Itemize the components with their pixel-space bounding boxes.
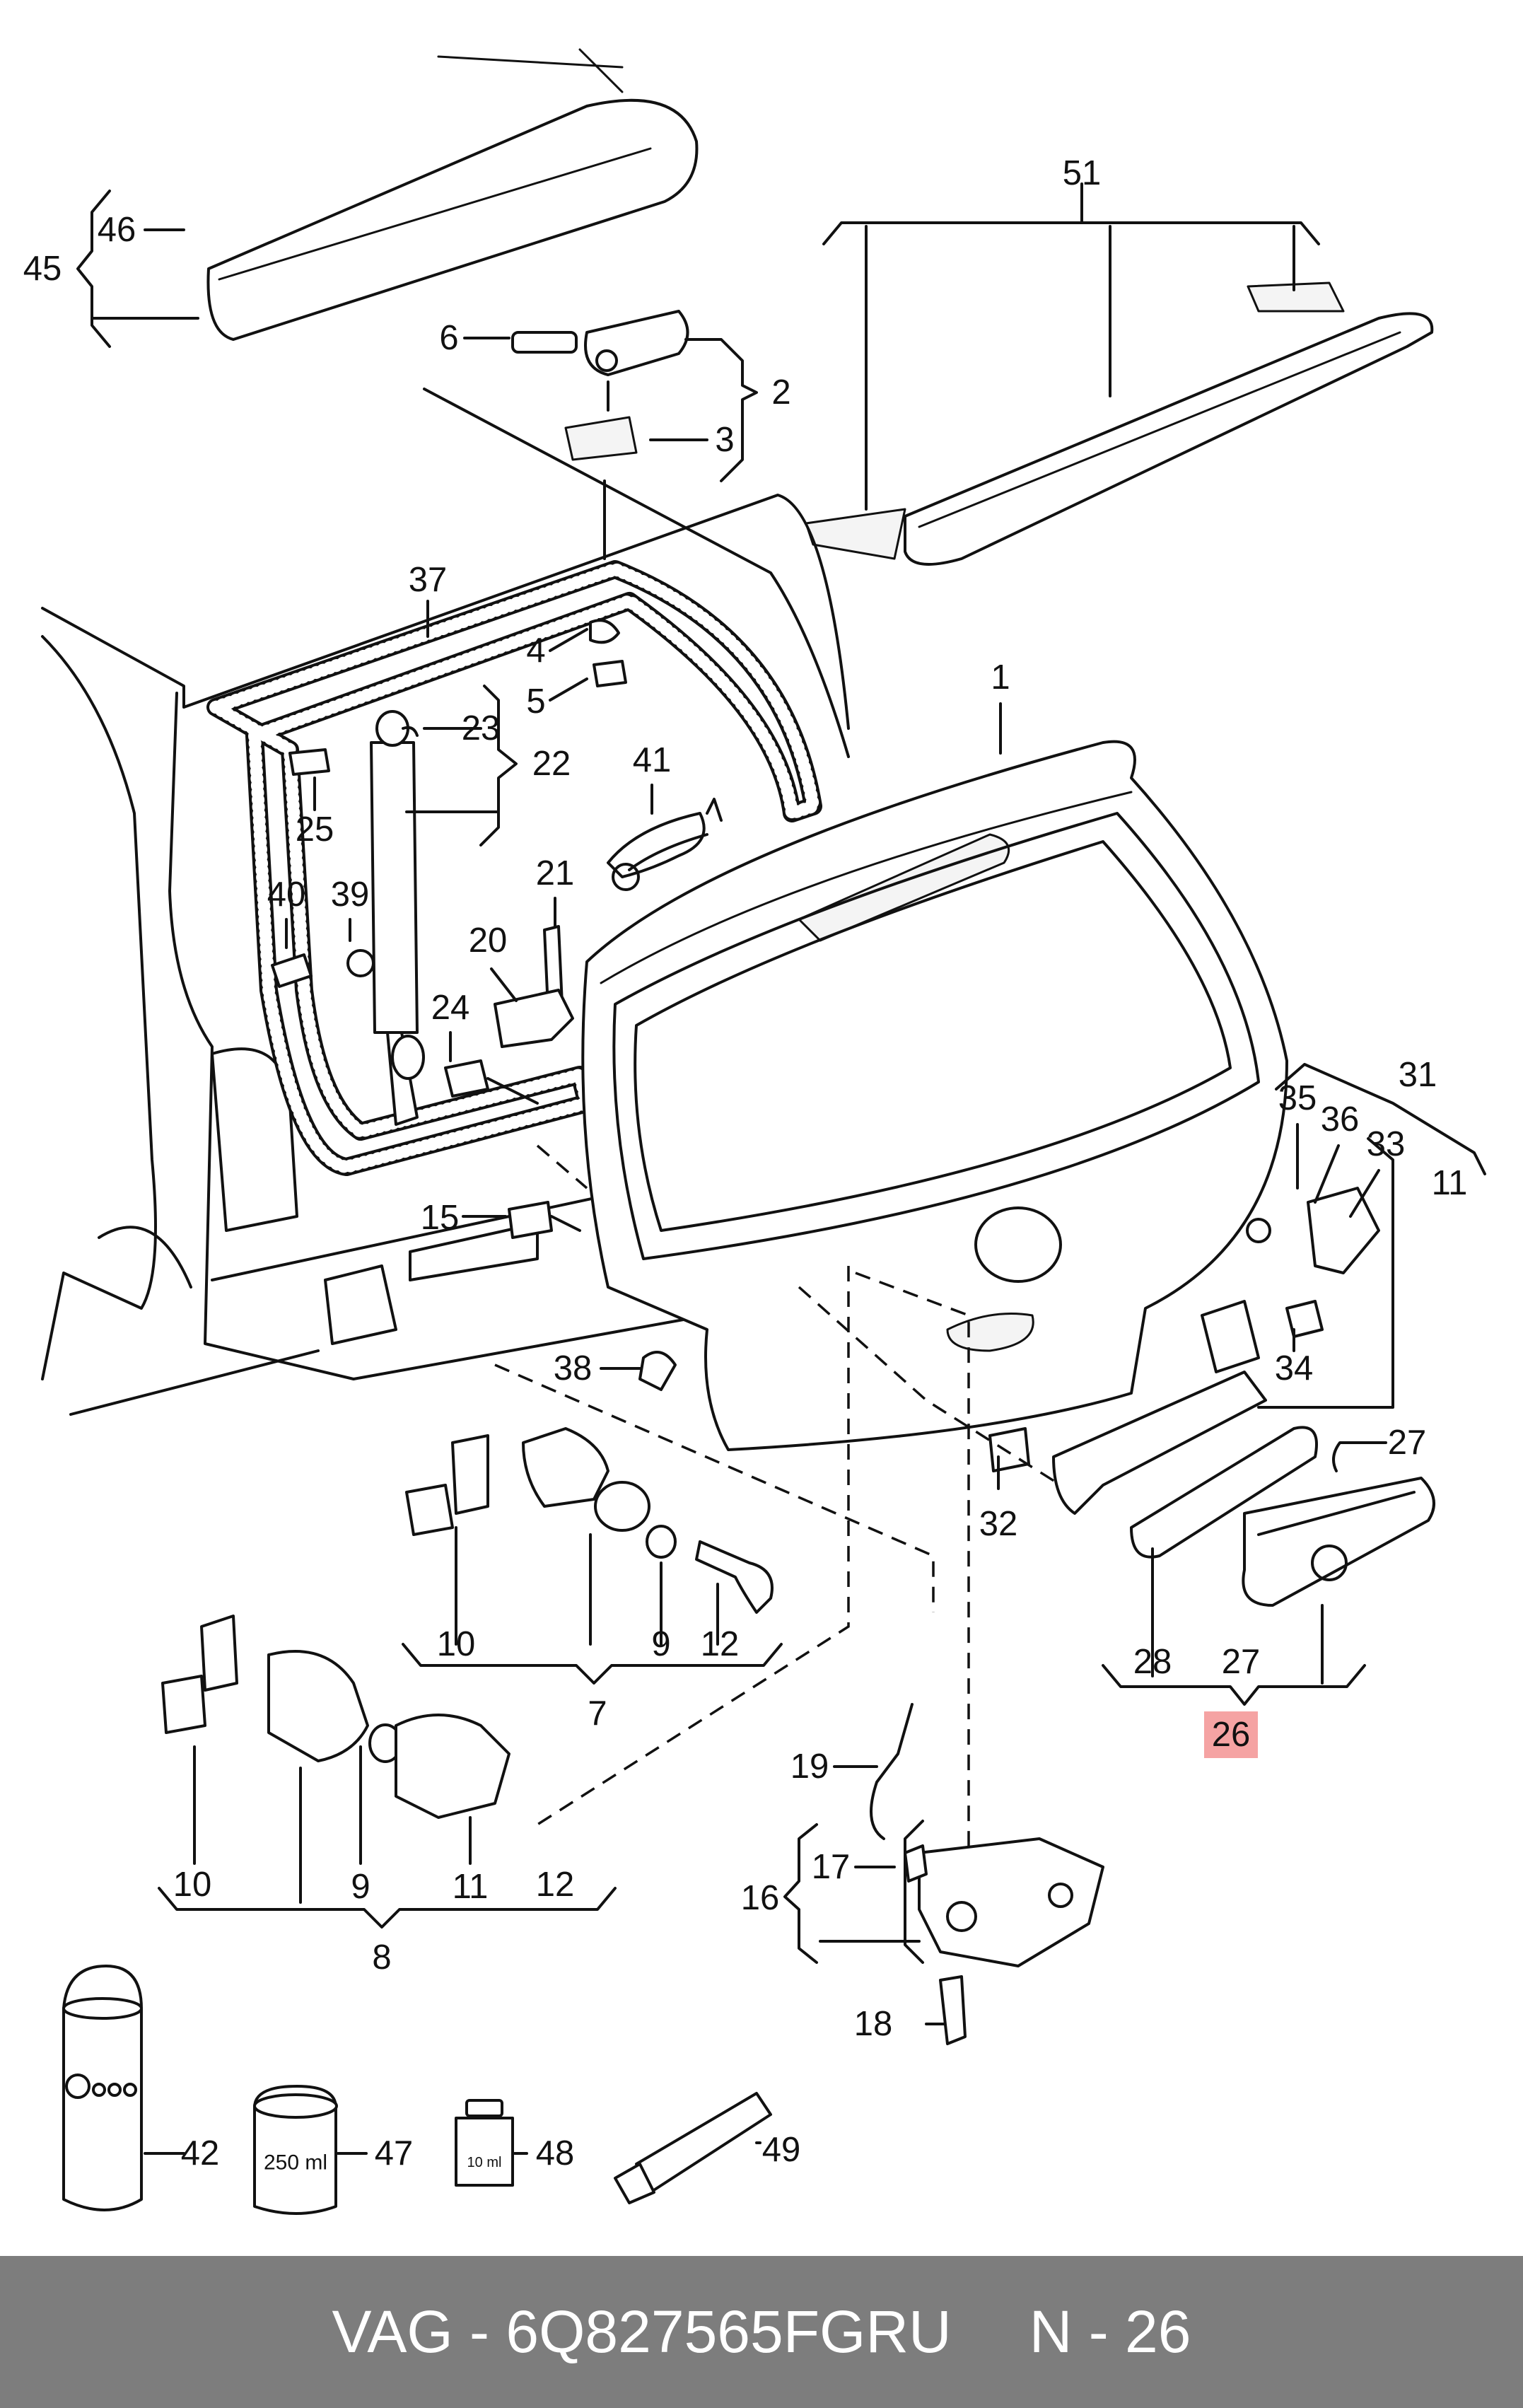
callout-40: 40 bbox=[267, 876, 306, 914]
callout-39: 39 bbox=[331, 876, 370, 914]
callout-11-lower: 11 bbox=[453, 1868, 489, 1906]
callout-10-lower: 10 bbox=[173, 1866, 212, 1904]
callout-20: 20 bbox=[469, 921, 508, 960]
handle-26 bbox=[988, 1187, 1435, 1607]
footer-part-number: 6Q827565FGRU bbox=[506, 2298, 952, 2365]
can-volume-label: 250 ml bbox=[264, 2151, 327, 2175]
tailgate-lock-16 bbox=[870, 1703, 1104, 2045]
callout-7: 7 bbox=[588, 1694, 607, 1733]
callout-49: 49 bbox=[762, 2131, 801, 2169]
bottle-48: 10 ml bbox=[455, 2099, 514, 2187]
callout-24: 24 bbox=[431, 989, 470, 1027]
gas-strut-22 bbox=[370, 710, 425, 1126]
callout-9-upper: 9 bbox=[651, 1625, 670, 1663]
callout-37: 37 bbox=[409, 561, 448, 599]
callout-41: 41 bbox=[633, 741, 672, 779]
callout-27-top: 27 bbox=[1388, 1424, 1427, 1462]
callout-1: 1 bbox=[991, 658, 1010, 697]
tube-49 bbox=[614, 2092, 772, 2204]
callout-17: 17 bbox=[812, 1848, 851, 1886]
can-47: 250 ml bbox=[253, 2085, 338, 2215]
exploded-parts-diagram: 250 ml 10 ml bbox=[23, 48, 1486, 2215]
callout-2: 2 bbox=[771, 373, 790, 412]
small-fasteners bbox=[271, 619, 677, 1391]
footer-brand: VAG bbox=[332, 2298, 453, 2365]
callout-32: 32 bbox=[979, 1505, 1018, 1543]
callout-15: 15 bbox=[421, 1199, 460, 1237]
cable-41 bbox=[607, 798, 723, 891]
callout-34: 34 bbox=[1275, 1349, 1314, 1388]
rear-spoiler-51 bbox=[805, 281, 1434, 566]
bottle-volume-label: 10 ml bbox=[467, 2155, 502, 2170]
spray-can-42 bbox=[62, 1965, 143, 2211]
callout-27-bottom: 27 bbox=[1222, 1643, 1261, 1681]
callout-26: 26 bbox=[1212, 1716, 1251, 1754]
callout-33: 33 bbox=[1367, 1125, 1406, 1163]
callout-12-upper: 12 bbox=[701, 1625, 740, 1663]
callout-6: 6 bbox=[439, 319, 458, 357]
callout-11-top: 11 bbox=[1432, 1164, 1468, 1202]
lock-cylinder-8 bbox=[161, 1615, 510, 1819]
callout-42: 42 bbox=[181, 2134, 220, 2173]
part-number-footer: VAG - 6Q827565FGRU N - 26 bbox=[0, 2256, 1523, 2408]
callout-8: 8 bbox=[372, 1938, 391, 1977]
callout-3: 3 bbox=[715, 421, 734, 459]
connection-dashes bbox=[494, 1144, 1061, 1853]
callout-22: 22 bbox=[532, 745, 571, 783]
callout-10-upper: 10 bbox=[437, 1625, 476, 1663]
callout-45: 45 bbox=[23, 250, 62, 288]
callout-28: 28 bbox=[1133, 1643, 1172, 1681]
leader-lines bbox=[76, 182, 1486, 2155]
callout-19: 19 bbox=[790, 1747, 829, 1786]
body-side-panel bbox=[41, 388, 850, 1416]
lock-cylinder-7 bbox=[405, 1427, 774, 1614]
callout-31: 31 bbox=[1399, 1056, 1437, 1094]
callout-21: 21 bbox=[536, 854, 575, 892]
highlight-box bbox=[1204, 1711, 1258, 1758]
callout-25: 25 bbox=[296, 810, 334, 849]
callout-36: 36 bbox=[1321, 1100, 1360, 1139]
tailgate-1 bbox=[581, 740, 1288, 1451]
callout-51: 51 bbox=[1063, 154, 1102, 192]
callout-38: 38 bbox=[554, 1349, 593, 1388]
hinge-2 bbox=[511, 310, 689, 461]
callout-47: 47 bbox=[375, 2134, 414, 2173]
footer-separator: - bbox=[453, 2298, 506, 2365]
roof-spoiler-46 bbox=[206, 48, 699, 341]
callout-9-lower: 9 bbox=[351, 1868, 370, 1906]
callout-35: 35 bbox=[1278, 1079, 1317, 1117]
callout-48: 48 bbox=[536, 2134, 575, 2173]
callout-46: 46 bbox=[98, 211, 136, 249]
callout-4: 4 bbox=[526, 632, 545, 670]
callout-12-lower: 12 bbox=[536, 1866, 575, 1904]
callout-5: 5 bbox=[526, 682, 545, 721]
callout-labels: 46 45 6 2 3 51 37 4 5 23 22 25 41 1 40 3… bbox=[23, 154, 1468, 2173]
callout-16: 16 bbox=[741, 1879, 780, 1917]
callout-18: 18 bbox=[854, 2005, 893, 2043]
footer-position-label: N - 26 bbox=[1029, 2298, 1191, 2365]
callout-23: 23 bbox=[462, 709, 501, 748]
